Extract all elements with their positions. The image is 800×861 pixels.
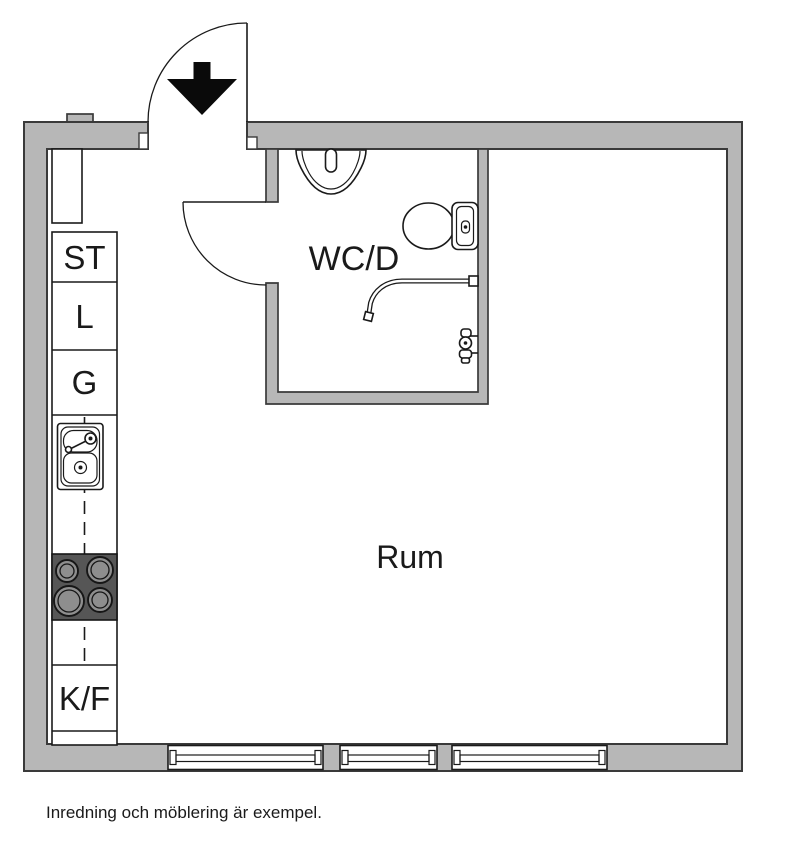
shower-rail-icon <box>362 275 479 323</box>
exterior-wall <box>23 121 743 772</box>
disclaimer-caption: Inredning och möblering är exempel. <box>46 803 322 822</box>
kitchen-sink-icon <box>56 422 104 491</box>
kitchen-unit-label-g: G <box>72 364 98 401</box>
bathroom-door-swing-icon <box>182 201 267 286</box>
window-icon <box>339 744 438 771</box>
bathroom-wall-upper <box>265 148 279 203</box>
entrance-door-swing-icon <box>147 22 248 123</box>
kitchen-unit-label-st: ST <box>63 239 105 276</box>
room-label-main: Rum <box>376 539 444 575</box>
entrance-direction-arrow-icon <box>167 62 237 115</box>
stove-4-burners-icon <box>51 553 118 621</box>
kitchen-unit-label-l: L <box>75 298 93 335</box>
shower-mixer-icon <box>458 328 478 364</box>
window-icon <box>451 744 608 771</box>
toilet-icon <box>402 201 479 251</box>
kitchen-unit-label-kf: K/F <box>59 680 110 717</box>
window-icon <box>167 744 324 771</box>
kitchen-tall-cabinet <box>51 148 83 224</box>
washbasin-icon <box>295 148 367 195</box>
entrance-jamb-notch-left <box>138 132 149 150</box>
bathroom-wall-lower <box>265 148 489 405</box>
room-label-bathroom: WC/D <box>309 240 400 278</box>
entrance-jamb-notch-right <box>246 136 258 150</box>
